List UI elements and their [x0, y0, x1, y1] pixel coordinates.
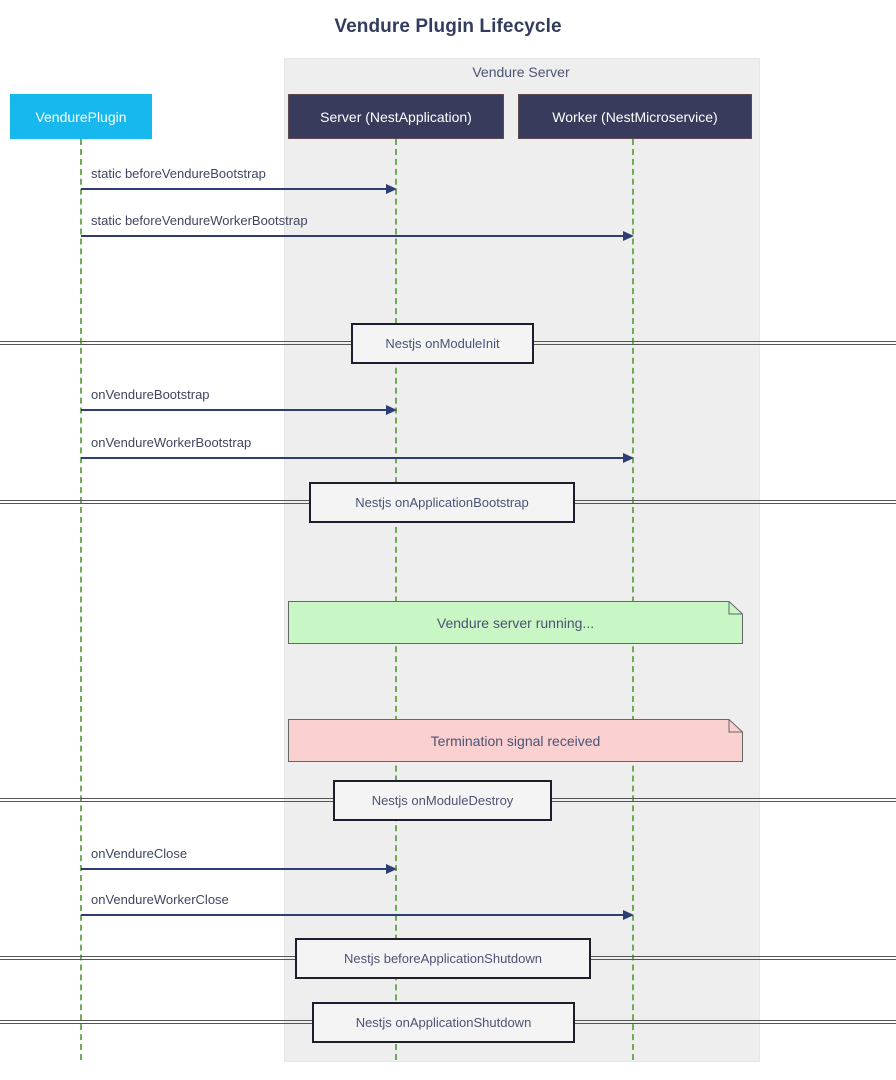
message-arrow-head	[623, 231, 634, 241]
group-label-vendure-server: Vendure Server	[472, 64, 570, 80]
divider-nestjs-onmoduledestroy: Nestjs onModuleDestroy	[333, 780, 552, 821]
lifeline-worker	[632, 139, 634, 1060]
divider-nestjs-onapplicationbootstrap: Nestjs onApplicationBootstrap	[309, 482, 575, 523]
divider-nestjs-onmoduleinit: Nestjs onModuleInit	[351, 323, 534, 364]
note-vendure-server-running: Vendure server running...	[288, 601, 743, 644]
page-title: Vendure Plugin Lifecycle	[334, 16, 562, 37]
message-arrow-line	[81, 914, 623, 916]
message-label: onVendureBootstrap	[91, 387, 210, 402]
participant-worker[interactable]: Worker (NestMicroservice)	[518, 94, 752, 139]
message-arrow-head	[386, 864, 397, 874]
message-arrow-head	[623, 453, 634, 463]
divider-nestjs-beforeapplicationshutdown: Nestjs beforeApplicationShutdown	[295, 938, 591, 979]
note-termination-signal: Termination signal received	[288, 719, 743, 762]
message-arrow-line	[81, 188, 386, 190]
note-shape-icon	[288, 719, 743, 762]
message-arrow-line	[81, 457, 623, 459]
note-label: Termination signal received	[430, 732, 601, 749]
message-label: static beforeVendureBootstrap	[91, 166, 266, 181]
message-label: onVendureWorkerBootstrap	[91, 435, 252, 450]
message-label: static beforeVendureWorkerBootstrap	[91, 213, 308, 228]
message-arrow-head	[386, 184, 397, 194]
message-arrow-head	[623, 910, 634, 920]
participant-label: VendurePlugin	[35, 108, 127, 125]
message-arrow-head	[386, 405, 397, 415]
divider-nestjs-onapplicationshutdown: Nestjs onApplicationShutdown	[312, 1002, 575, 1043]
lifeline-server	[395, 139, 397, 1060]
note-shape-icon	[288, 601, 743, 644]
participant-server[interactable]: Server (NestApplication)	[288, 94, 504, 139]
message-arrow-line	[81, 235, 623, 237]
message-arrow-line	[81, 409, 386, 411]
message-label: onVendureWorkerClose	[91, 892, 229, 907]
message-label: onVendureClose	[91, 846, 188, 861]
participant-label: Worker (NestMicroservice)	[552, 108, 718, 125]
lifeline-plugin	[80, 139, 82, 1060]
note-label: Vendure server running...	[436, 614, 595, 631]
participant-vendure-plugin[interactable]: VendurePlugin	[10, 94, 152, 139]
participant-label: Server (NestApplication)	[320, 108, 472, 125]
group-box-vendure-server	[284, 58, 760, 1062]
message-arrow-line	[81, 868, 386, 870]
